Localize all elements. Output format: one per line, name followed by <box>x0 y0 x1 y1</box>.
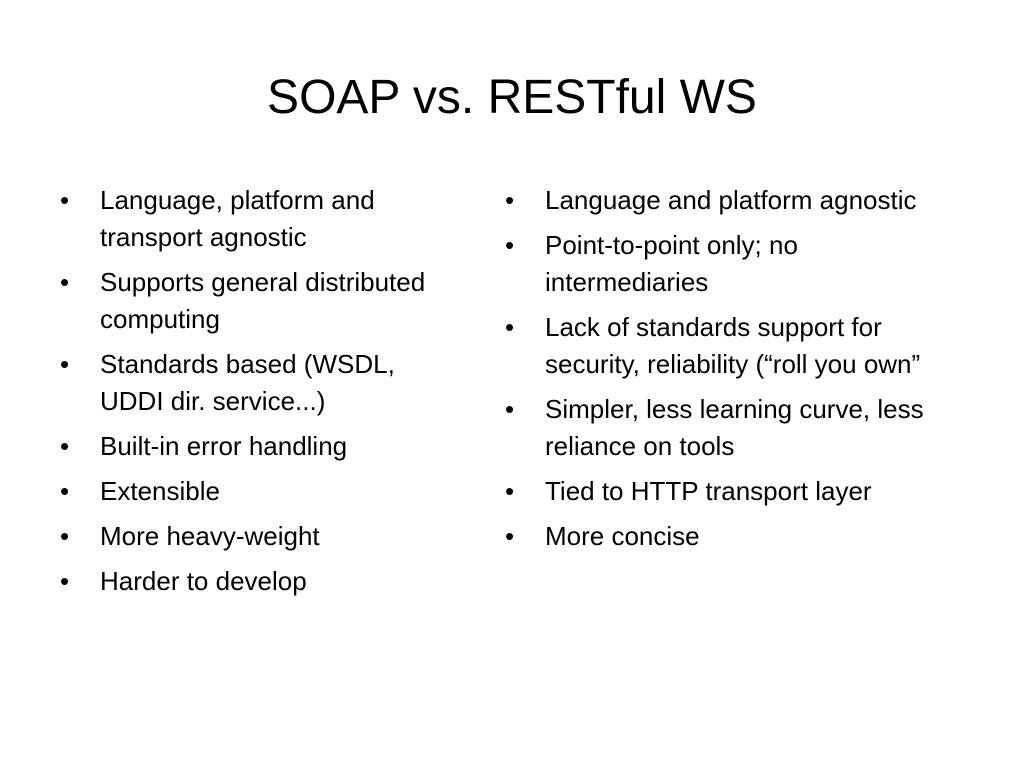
rest-bullet-text: Language and platform agnostic <box>545 185 917 215</box>
rest-bullet-item: • Language and platform agnostic <box>505 182 965 219</box>
bullet-icon: • <box>505 476 515 506</box>
bullet-icon: • <box>60 349 70 379</box>
soap-bullet-text: Harder to develop <box>100 566 307 596</box>
rest-bullet-item: • Point-to-point only; no intermediaries <box>505 227 965 301</box>
soap-bullet-item: • Built-in error handling <box>60 428 460 465</box>
bullet-icon: • <box>60 566 70 596</box>
rest-bullet-text: Lack of standards support for security, … <box>545 312 921 379</box>
rest-bullet-item: • Tied to HTTP transport layer <box>505 473 965 510</box>
bullet-icon: • <box>60 521 70 551</box>
rest-bullet-text: Tied to HTTP transport layer <box>545 476 872 506</box>
soap-bullet-text: Standards based (WSDL, UDDI dir. service… <box>100 349 395 416</box>
bullet-icon: • <box>60 267 70 297</box>
soap-bullet-text: Extensible <box>100 476 220 506</box>
soap-bullet-text: More heavy-weight <box>100 521 320 551</box>
soap-bullet-item: • Standards based (WSDL, UDDI dir. servi… <box>60 346 460 420</box>
rest-bullet-list: • Language and platform agnostic • Point… <box>505 182 965 563</box>
bullet-icon: • <box>60 431 70 461</box>
soap-bullet-text: Supports general distributed computing <box>100 267 426 334</box>
soap-bullet-item: • Harder to develop <box>60 563 460 600</box>
soap-bullet-list: • Language, platform and transport agnos… <box>60 182 460 608</box>
rest-bullet-item: • Lack of standards support for security… <box>505 309 965 383</box>
bullet-icon: • <box>505 521 515 551</box>
bullet-icon: • <box>60 185 70 215</box>
soap-bullet-item: • Language, platform and transport agnos… <box>60 182 460 256</box>
soap-bullet-item: • More heavy-weight <box>60 518 460 555</box>
rest-bullet-text: Simpler, less learning curve, less relia… <box>545 394 924 461</box>
rest-bullet-item: • More concise <box>505 518 965 555</box>
bullet-icon: • <box>60 476 70 506</box>
rest-bullet-text: Point-to-point only; no intermediaries <box>545 230 798 297</box>
soap-bullet-item: • Extensible <box>60 473 460 510</box>
rest-bullet-item: • Simpler, less learning curve, less rel… <box>505 391 965 465</box>
soap-bullet-text: Built-in error handling <box>100 431 348 461</box>
rest-bullet-text: More concise <box>545 521 700 551</box>
bullet-icon: • <box>505 230 515 260</box>
soap-bullet-item: • Supports general distributed computing <box>60 264 460 338</box>
bullet-icon: • <box>505 394 515 424</box>
soap-bullet-text: Language, platform and transport agnosti… <box>100 185 375 252</box>
bullet-icon: • <box>505 185 515 215</box>
slide-title: SOAP vs. RESTful WS <box>267 71 757 124</box>
bullet-icon: • <box>505 312 515 342</box>
